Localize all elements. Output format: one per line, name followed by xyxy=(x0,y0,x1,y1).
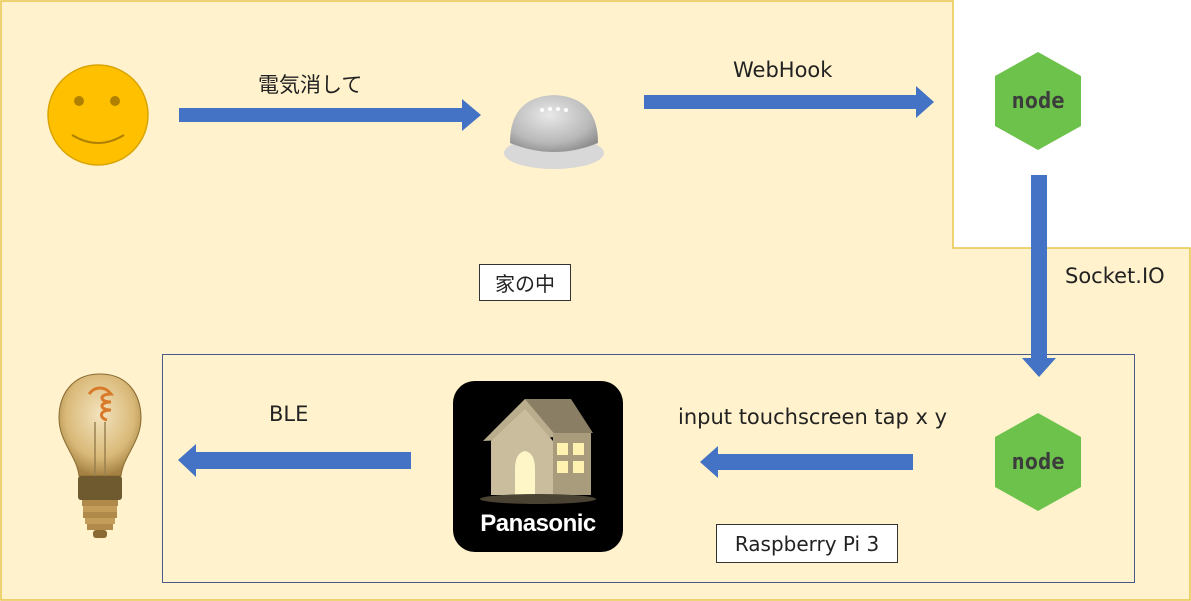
raspberry-pi-box xyxy=(162,354,1135,583)
socketio-label: Socket.IO xyxy=(1065,264,1165,288)
smiley-face-icon xyxy=(47,64,149,166)
nodejs-server-icon: node xyxy=(995,52,1081,150)
arrow-app-to-bulb xyxy=(178,444,411,477)
arrow-speaker-to-server xyxy=(644,86,934,118)
raspberry-pi-label: Raspberry Pi 3 xyxy=(716,524,898,563)
panasonic-home-app-icon: Panasonic xyxy=(453,381,623,552)
webhook-label: WebHook xyxy=(733,58,833,82)
ble-label: BLE xyxy=(269,402,309,426)
turn-off-command-label: 電気消して xyxy=(258,73,363,97)
touch-command-label: input touchscreen tap x y xyxy=(678,405,948,429)
svg-text:node: node xyxy=(1012,89,1065,114)
light-bulb-icon xyxy=(58,373,142,538)
google-home-mini-icon xyxy=(504,95,604,169)
arrow-server-to-pi xyxy=(1022,175,1056,377)
nodejs-pi-icon: node xyxy=(995,413,1081,511)
in-home-label: 家の中 xyxy=(479,264,571,301)
arrow-pi-to-app xyxy=(700,446,913,478)
arrow-user-to-speaker xyxy=(179,99,481,131)
svg-text:node: node xyxy=(1012,450,1065,475)
panasonic-wordmark: Panasonic xyxy=(480,510,596,537)
